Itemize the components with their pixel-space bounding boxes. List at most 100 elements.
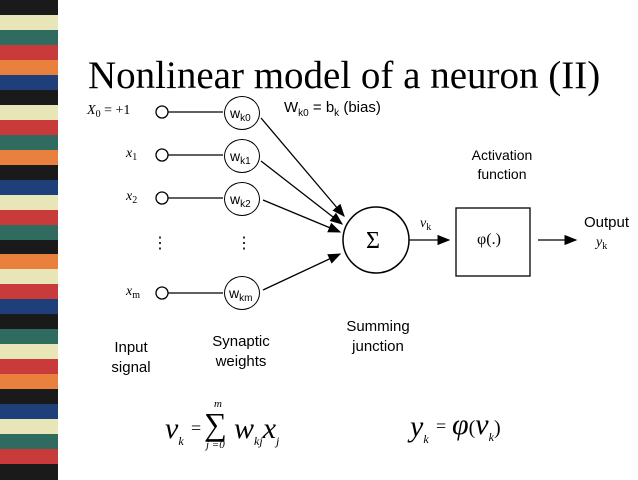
stripe-block	[0, 359, 58, 375]
stripe-block	[0, 104, 58, 121]
bias-mid-sub: k	[334, 108, 340, 119]
input-signal-label: Input signal	[96, 338, 166, 378]
wk1-sub: k1	[240, 156, 251, 167]
activation-box	[455, 207, 531, 277]
decorative-stripe	[0, 0, 58, 480]
stripe-block	[0, 149, 58, 166]
activation-label-line1: Activation	[471, 147, 533, 163]
stripe-block	[0, 434, 58, 450]
formula-vk-upper: m	[214, 398, 222, 410]
wk2-sub: k2	[240, 199, 251, 210]
formula-yk-lhs: yk	[410, 410, 429, 446]
vk-var: v	[420, 216, 427, 231]
stripe-block	[0, 449, 58, 465]
wkm-sub: km	[239, 293, 253, 304]
formula-vk-sigma: ∑	[204, 406, 227, 442]
formula-yk-rhs: φ(vk)	[452, 408, 501, 444]
stripe-block	[0, 29, 58, 46]
fv-term-sub: kj	[254, 434, 263, 448]
stripe-block	[0, 269, 58, 285]
formula-vk-lhs: vk	[165, 412, 184, 448]
stripe-block	[0, 164, 58, 181]
fy-lhs: y	[410, 410, 424, 443]
fv-term: w	[234, 412, 255, 445]
stripe-block	[0, 44, 58, 61]
stripe-block	[0, 0, 58, 16]
stripe-block	[0, 419, 58, 435]
input-label-x2: x2	[126, 190, 137, 206]
stripe-block	[0, 284, 58, 300]
input-node-x1	[155, 148, 169, 162]
summing-junction-label: Summing junction	[326, 317, 430, 357]
yk-sub: k	[602, 241, 608, 252]
input-node-x2	[155, 191, 169, 205]
vk-sub: k	[426, 222, 432, 233]
x2-var: x	[126, 189, 133, 204]
wkm-base: w	[229, 285, 240, 301]
input-dots: ⋮	[152, 235, 168, 252]
phi-symbol: φ(.)	[477, 231, 501, 248]
stripe-block	[0, 464, 58, 480]
yk-var: y	[596, 235, 603, 250]
x2-sub: 2	[132, 195, 138, 206]
weight-label-wkm: wkm	[229, 285, 252, 304]
formula-vk-term: wkjxj	[234, 412, 279, 448]
x0-var: X	[87, 103, 96, 118]
summing-label-line2: junction	[352, 338, 404, 355]
fy-arg-sub: k	[488, 430, 494, 444]
arrow-wk0-to-sum	[260, 117, 345, 217]
sigma-symbol: Σ	[366, 228, 380, 254]
wk0-base: w	[230, 105, 241, 121]
bias-lhs: W	[284, 99, 299, 116]
weight-dots: ⋮	[236, 235, 252, 252]
output-label: Output	[584, 214, 630, 231]
bias-mid: = b	[308, 99, 335, 116]
stripe-block	[0, 74, 58, 91]
fy-close: )	[493, 417, 501, 439]
activation-function-label: Activation function	[452, 146, 552, 184]
stripe-block	[0, 179, 58, 196]
xm-var: x	[126, 284, 133, 299]
fv-lhs-sub: k	[178, 434, 184, 448]
input-label-x1: x1	[126, 147, 137, 163]
bias-note: Wk0 = bk (bias)	[284, 100, 381, 119]
fv-lhs: v	[165, 412, 179, 445]
input-node-x0	[155, 105, 169, 119]
vk-label: vk	[420, 217, 431, 233]
synaptic-weights-label: Synaptic weights	[196, 332, 286, 372]
weight-label-wk0: wk0	[230, 105, 251, 124]
summing-label-line1: Summing	[346, 318, 410, 335]
stripe-block	[0, 59, 58, 76]
stripe-block	[0, 299, 58, 315]
stripe-block	[0, 254, 58, 270]
formula-vk-lower: j =0	[206, 439, 225, 451]
activation-label-line2: function	[477, 166, 527, 182]
arrow-wk2-to-sum	[262, 199, 342, 233]
slide-title: Nonlinear model of a neuron (II)	[88, 54, 601, 97]
weight-node-wk2	[224, 182, 260, 216]
formula-vk-eq: =	[191, 418, 202, 438]
weight-label-wk1: wk1	[230, 148, 251, 167]
stripe-block	[0, 344, 58, 360]
weight-label-wk2: wk2	[230, 191, 251, 210]
stripe-block	[0, 389, 58, 405]
stripe-block	[0, 314, 58, 330]
stripe-block	[0, 194, 58, 211]
stripe-block	[0, 134, 58, 151]
weight-node-wkm	[224, 276, 260, 310]
fy-arg: v	[475, 408, 489, 441]
weight-node-wk1	[224, 139, 260, 173]
input-signal-line2: signal	[111, 359, 151, 376]
input-label-x0: X0 = +1	[87, 104, 130, 120]
bias-rest: (bias)	[339, 99, 381, 116]
weight-node-wk0	[224, 96, 260, 130]
stripe-block	[0, 404, 58, 420]
synaptic-weights-line1: Synaptic	[212, 333, 270, 350]
x0-suffix: = +1	[100, 103, 131, 118]
arrow-wkm-to-sum	[262, 253, 342, 291]
x0-sub: 0	[95, 109, 101, 120]
stripe-block	[0, 89, 58, 106]
fy-phi: φ	[452, 408, 469, 441]
